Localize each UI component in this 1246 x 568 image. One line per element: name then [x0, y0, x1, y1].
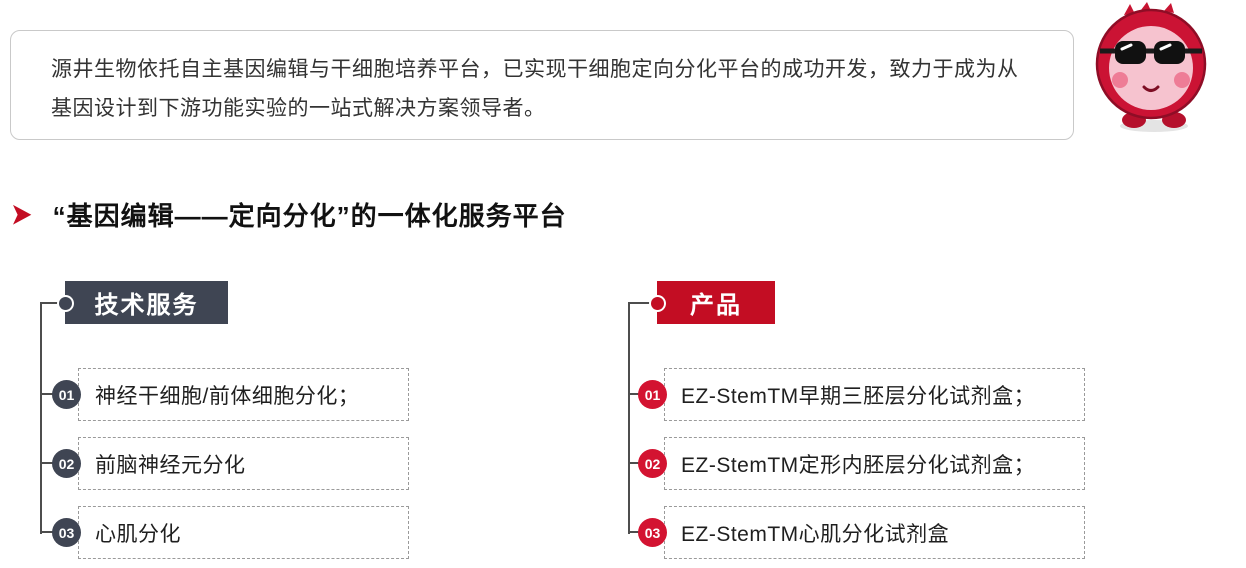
mascot-icon	[1086, 2, 1216, 134]
list-item-text: 前脑神经元分化	[95, 453, 246, 477]
item-number: 02	[644, 455, 661, 472]
left-connector-vline	[40, 302, 42, 534]
list-item-text: EZ-StemTM定形内胚层分化试剂盒；	[681, 453, 1036, 477]
left-header-bullet-icon	[59, 297, 72, 310]
right-column-header-label: 产品	[690, 292, 742, 319]
intro-card: 源井生物依托自主基因编辑与干细胞培养平台，已实现干细胞定向分化平台的成功开发，致…	[10, 30, 1074, 140]
left-connector-stub-1	[40, 393, 56, 395]
right-connector-stub-1	[628, 393, 642, 395]
item-number: 03	[58, 524, 75, 541]
right-connector-stub-3	[628, 531, 642, 533]
section-title: “基因编辑——定向分化”的一体化服务平台	[52, 201, 567, 231]
list-item-text: EZ-StemTM早期三胚层分化试剂盒；	[681, 384, 1036, 408]
item-number: 03	[644, 524, 661, 541]
list-item: 前脑神经元分化	[78, 437, 409, 490]
item-number-badge: 01	[52, 380, 81, 409]
right-connector-stub-2	[628, 462, 642, 464]
item-number-badge: 01	[638, 380, 667, 409]
right-column-header: 产品	[657, 281, 775, 324]
section-heading: ➤ “基因编辑——定向分化”的一体化服务平台	[10, 196, 567, 233]
right-connector-header-hline	[628, 302, 658, 304]
item-number: 01	[58, 386, 75, 403]
arrow-icon: ➤	[10, 196, 33, 232]
left-column-header: 技术服务	[65, 281, 228, 324]
list-item: EZ-StemTM早期三胚层分化试剂盒；	[664, 368, 1085, 421]
item-number-badge: 03	[52, 518, 81, 547]
left-connector-header-hline	[40, 302, 66, 304]
item-number: 01	[644, 386, 661, 403]
list-item: EZ-StemTM定形内胚层分化试剂盒；	[664, 437, 1085, 490]
right-connector-vline	[628, 302, 630, 534]
left-connector-stub-3	[40, 531, 56, 533]
intro-text: 源井生物依托自主基因编辑与干细胞培养平台，已实现干细胞定向分化平台的成功开发，致…	[51, 58, 1019, 120]
list-item-text: 神经干细胞/前体细胞分化；	[95, 384, 360, 408]
right-header-bullet-icon	[651, 297, 664, 310]
left-column-header-label: 技术服务	[94, 292, 199, 319]
item-number-badge: 02	[52, 449, 81, 478]
item-number: 02	[58, 455, 75, 472]
left-connector-stub-2	[40, 462, 56, 464]
item-number-badge: 02	[638, 449, 667, 478]
list-item: 心肌分化	[78, 506, 409, 559]
item-number-badge: 03	[638, 518, 667, 547]
list-item-text: 心肌分化	[95, 522, 181, 546]
list-item: 神经干细胞/前体细胞分化；	[78, 368, 409, 421]
list-item: EZ-StemTM心肌分化试剂盒	[664, 506, 1085, 559]
list-item-text: EZ-StemTM心肌分化试剂盒	[681, 522, 950, 546]
